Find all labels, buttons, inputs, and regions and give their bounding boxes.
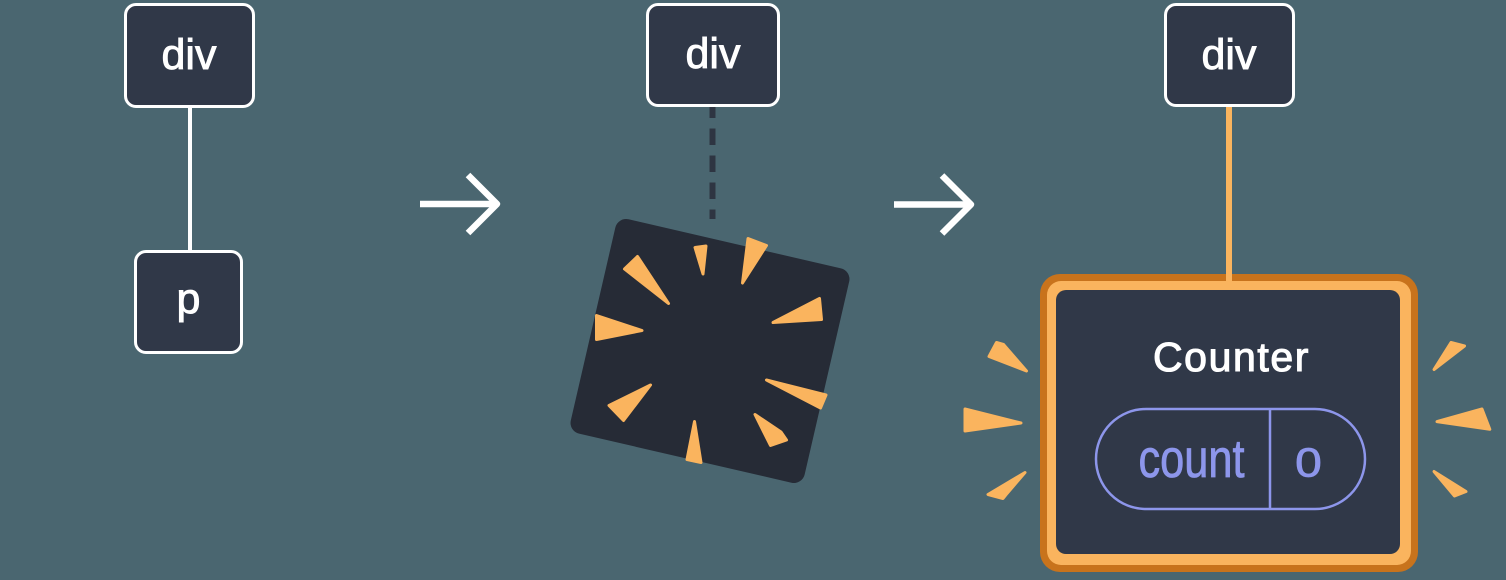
svg-text:count: count	[1139, 429, 1245, 489]
svg-text:0: 0	[1295, 441, 1322, 486]
